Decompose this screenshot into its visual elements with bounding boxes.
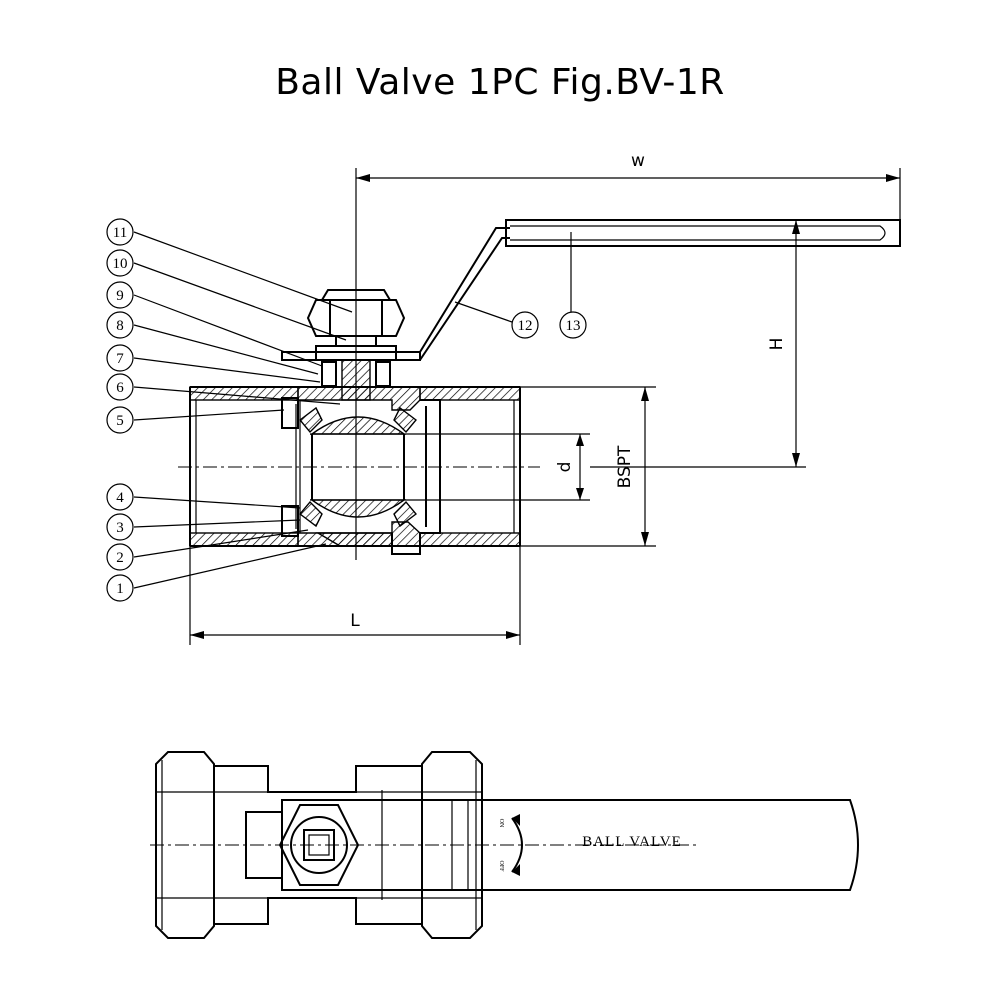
ball	[281, 397, 418, 537]
section-view: w H d BSPT	[106, 151, 901, 645]
callout-10: 10	[106, 249, 134, 277]
page-title: Ball Valve 1PC Fig.BV-1R	[275, 62, 725, 103]
dim-h-label: H	[767, 338, 787, 351]
on-off-indicator: ON OFF	[498, 814, 523, 876]
callout-9: 9	[106, 281, 134, 309]
dim-h: H	[590, 220, 806, 468]
dim-w: w	[356, 151, 901, 220]
stem-assembly	[281, 289, 421, 401]
callout-8: 8	[106, 311, 134, 339]
dim-w-label: w	[631, 151, 645, 171]
callouts: 11 10 9 8 7 6 5 4 3 2 1 12 13	[106, 218, 587, 602]
svg-text:9: 9	[116, 288, 124, 304]
svg-text:10: 10	[113, 256, 128, 272]
svg-text:1: 1	[116, 581, 124, 597]
svg-text:6: 6	[116, 380, 124, 396]
dim-d-label: d	[555, 462, 575, 473]
callout-3: 3	[106, 513, 134, 541]
callout-13: 13	[559, 311, 587, 339]
callout-1: 1	[106, 574, 134, 602]
svg-text:5: 5	[116, 413, 124, 429]
callout-7: 7	[106, 344, 134, 372]
off-mark: OFF	[498, 860, 504, 872]
dim-l-label: L	[350, 611, 360, 631]
svg-text:11: 11	[113, 225, 127, 241]
svg-text:8: 8	[116, 318, 124, 334]
callout-11: 11	[106, 218, 134, 246]
svg-text:4: 4	[116, 490, 124, 506]
svg-text:3: 3	[116, 520, 124, 536]
callout-leaders	[133, 231, 572, 589]
handle-side	[419, 219, 901, 361]
callout-4: 4	[106, 483, 134, 511]
svg-text:12: 12	[518, 318, 533, 334]
callout-6: 6	[106, 373, 134, 401]
callout-5: 5	[106, 406, 134, 434]
svg-text:2: 2	[116, 550, 124, 566]
stem-nut-top	[278, 804, 360, 886]
dim-bspt: BSPT	[520, 386, 656, 547]
on-mark: ON	[498, 819, 504, 828]
dim-d: d	[555, 434, 584, 500]
top-view: ON OFF BALL VALVE	[150, 751, 859, 939]
handle-label: BALL VALVE	[582, 834, 682, 850]
svg-text:13: 13	[566, 318, 581, 334]
dim-l: L	[189, 546, 521, 645]
dim-bspt-label: BSPT	[615, 445, 635, 488]
svg-text:7: 7	[116, 351, 124, 367]
callout-12: 12	[511, 311, 539, 339]
callout-2: 2	[106, 543, 134, 571]
